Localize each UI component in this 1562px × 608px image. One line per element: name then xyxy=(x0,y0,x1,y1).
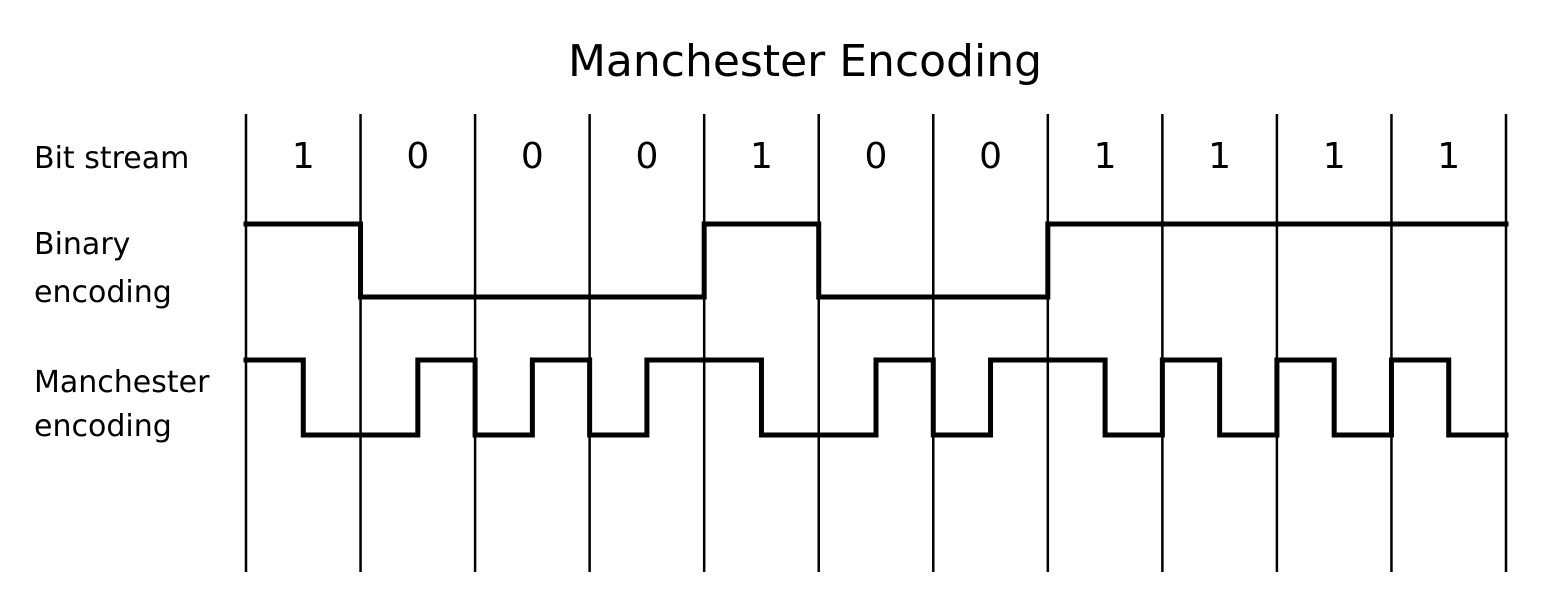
bit-label: 1 xyxy=(292,136,315,177)
bit-label: 1 xyxy=(1094,136,1117,177)
binary-encoding-waveform xyxy=(243,221,1509,300)
bit-label: 1 xyxy=(750,136,773,177)
bit-period-grid xyxy=(244,114,1508,572)
bit-label: 1 xyxy=(1208,136,1231,177)
bit-label: 1 xyxy=(1323,136,1346,177)
row-label-manchester-line1: Manchester xyxy=(34,365,210,400)
bit-label-group: 1 0 0 0 1 0 0 1 1 1 1 xyxy=(292,136,1460,177)
row-label-manchester-line2: encoding xyxy=(34,409,172,444)
bit-label: 0 xyxy=(865,136,888,177)
row-label-bitstream: Bit stream xyxy=(34,141,189,176)
bit-label: 0 xyxy=(979,136,1002,177)
diagram-title: Manchester Encoding xyxy=(568,36,1042,87)
bit-label: 0 xyxy=(635,136,658,177)
bit-label: 1 xyxy=(1437,136,1460,177)
row-label-binary-line2: encoding xyxy=(34,275,172,310)
bit-label: 0 xyxy=(406,136,429,177)
bit-label: 0 xyxy=(521,136,544,177)
row-label-binary-line1: Binary xyxy=(34,227,130,262)
manchester-encoding-waveform xyxy=(243,357,1509,438)
